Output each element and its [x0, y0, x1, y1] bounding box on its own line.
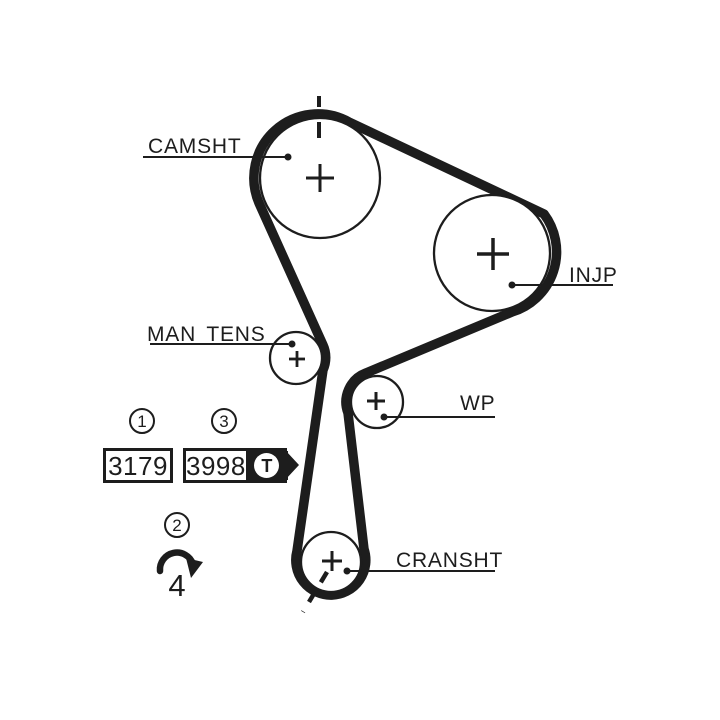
cransht-label: CRANSHT [396, 549, 504, 572]
crankshaft-timing-mark [301, 570, 329, 614]
step-4-marker: 4 [168, 568, 186, 603]
camshaft-center-mark [306, 164, 334, 192]
injection-pump-center-mark [477, 238, 509, 270]
t-icon: T [254, 453, 280, 478]
man-tens-leader-dot [288, 340, 296, 348]
cransht-leader-dot [343, 567, 351, 575]
part-box-arrow-icon [286, 451, 299, 479]
t-badge: T [245, 451, 288, 480]
wp-label: WP [460, 392, 496, 415]
injp-leader-dot [508, 281, 516, 289]
part-number-box-kit: 3998 T [183, 448, 288, 483]
step-2-marker: 2 [164, 512, 190, 538]
crankshaft-center-mark [322, 551, 342, 571]
injp-label: INJP [569, 264, 618, 287]
step-3-marker: 3 [211, 408, 237, 434]
rotation-arrow-icon [156, 549, 203, 578]
part-number-kit: 3998 [186, 450, 246, 481]
timing-belt-path [249, 109, 562, 600]
camsht-label: CAMSHT [148, 135, 242, 158]
camsht-leader-dot [284, 153, 292, 161]
tensioner-center-mark [289, 351, 305, 367]
part-number-belt: 3179 [108, 450, 168, 481]
part-number-box-belt: 3179 [103, 448, 173, 483]
water-pump-center-mark [367, 392, 385, 410]
step-1-marker: 1 [129, 408, 155, 434]
wp-leader-dot [380, 413, 388, 421]
man-tens-label: MAN TENS [147, 323, 266, 346]
